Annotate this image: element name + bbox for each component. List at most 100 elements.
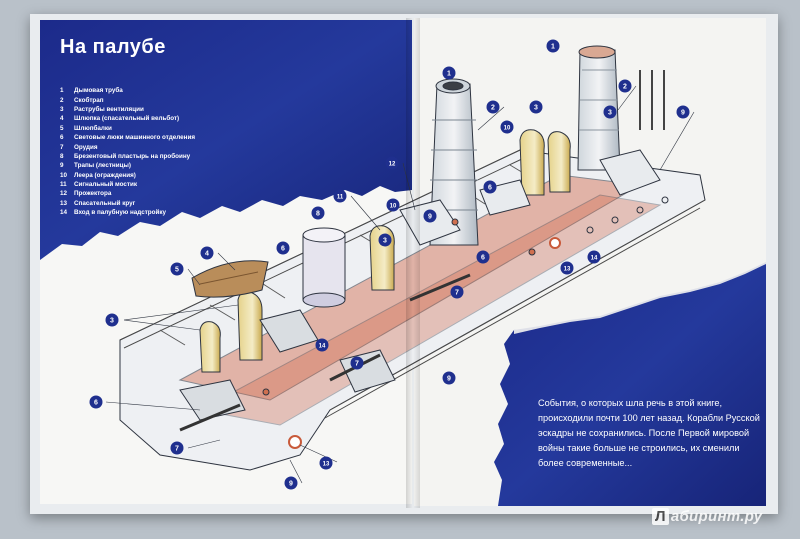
left-blue-wash — [40, 20, 412, 260]
marker-number: 9 — [428, 214, 432, 221]
legend-item-number: 2 — [60, 96, 64, 104]
legend-item-label: Орудия — [74, 143, 98, 151]
marker-circle — [284, 476, 298, 490]
legend-item-number: 7 — [60, 143, 64, 151]
legend-item-number: 13 — [60, 199, 68, 207]
legend-item-label: Шлюпбалки — [74, 124, 112, 132]
legend-item: 3 Раструбы вентиляции — [60, 105, 195, 114]
marker-number: 13 — [323, 462, 330, 468]
marker-circle — [587, 250, 601, 264]
legend-item-label: Раструбы вентиляции — [74, 105, 144, 113]
marker-number: 9 — [447, 376, 451, 383]
marker-circle — [450, 285, 464, 299]
marker-circle — [442, 371, 456, 385]
book-gutter — [406, 18, 420, 508]
legend-item-label: Прожектора — [74, 190, 112, 198]
marker-circle — [486, 100, 500, 114]
marker-circle — [315, 338, 329, 352]
legend-item-number: 4 — [60, 115, 64, 123]
marker-circle — [350, 356, 364, 370]
marker-number: 3 — [110, 318, 114, 325]
legend-item-label: Леера (ограждения) — [74, 171, 136, 179]
legend-item-number: 12 — [60, 190, 68, 198]
marker-number: 1 — [551, 44, 555, 51]
marker-circle — [333, 189, 347, 203]
legend-item-number: 8 — [60, 152, 64, 160]
torn-edge — [514, 258, 766, 334]
legend-item-number: 9 — [60, 162, 64, 170]
legend-item-label: Шлюпка (спасательный вельбот) — [74, 115, 180, 123]
legend-item-label: Трапы (лестницы) — [74, 162, 131, 170]
marker-circle — [319, 456, 333, 470]
marker-circle — [386, 198, 400, 212]
marker-number: 10 — [390, 204, 397, 210]
legend-item: 13 Спасательный круг — [60, 199, 195, 208]
marker-number: 9 — [289, 481, 293, 488]
marker-circle — [529, 100, 543, 114]
marker-number: 2 — [491, 105, 495, 112]
marker-circle — [618, 79, 632, 93]
marker-number: 11 — [337, 195, 344, 201]
marker-number: 3 — [534, 105, 538, 112]
legend-item-number: 1 — [60, 87, 64, 95]
marker-circle — [170, 262, 184, 276]
caption-text: События, о которых шла речь в этой книге… — [538, 398, 760, 468]
marker-circle — [442, 66, 456, 80]
marker-number: 3 — [383, 238, 387, 245]
marker-circle — [603, 105, 617, 119]
marker-number: 6 — [488, 185, 492, 192]
legend-item-number: 3 — [60, 105, 64, 113]
marker-number: 5 — [175, 267, 179, 274]
marker-number: 8 — [316, 211, 320, 218]
legend-item-number: 5 — [60, 124, 64, 132]
marker-number: 6 — [481, 255, 485, 262]
legend-item: 10 Леера (ограждения) — [60, 171, 195, 180]
watermark-mark: Л — [652, 508, 669, 525]
marker-circle — [676, 105, 690, 119]
marker-circle — [546, 39, 560, 53]
marker-number: 3 — [608, 110, 612, 117]
legend-item: 7 Орудия — [60, 142, 195, 151]
legend-item: 6 Световые люки машинного отделения — [60, 133, 195, 142]
marker-circle — [276, 241, 290, 255]
marker-circle — [385, 156, 399, 170]
legend-item: 12 Прожектора — [60, 189, 195, 198]
marker-circle — [378, 233, 392, 247]
marker-number: 7 — [175, 446, 179, 453]
legend-item-label: Спасательный круг — [74, 199, 136, 207]
marker-number: 1 — [447, 71, 451, 78]
marker-number: 13 — [564, 267, 571, 273]
marker-number: 4 — [205, 251, 209, 258]
marker-circle — [89, 395, 103, 409]
marker-circle — [500, 120, 514, 134]
marker-number: 14 — [319, 344, 326, 350]
legend-item-number: 11 — [60, 181, 67, 189]
marker-circle — [483, 180, 497, 194]
marker-circle — [105, 313, 119, 327]
legend-item-label: Брезентовый пластырь на пробоину — [74, 152, 191, 160]
legend-item-label: Световые люки машинного отделения — [74, 134, 195, 142]
marker-circle — [560, 261, 574, 275]
legend-item-number: 14 — [60, 209, 68, 217]
marker-circle — [311, 206, 325, 220]
marker-number: 12 — [389, 162, 396, 168]
page-title: На палубе — [60, 36, 166, 58]
legend-item: 8 Брезентовый пластырь на пробоину — [60, 152, 195, 161]
marker-circle — [200, 246, 214, 260]
marker-number: 7 — [355, 361, 359, 368]
marker-circle — [170, 441, 184, 455]
marker-number: 14 — [591, 256, 598, 262]
legend-item-number: 6 — [60, 134, 64, 142]
legend-item-number: 10 — [60, 171, 68, 179]
legend-item-label: Дымовая труба — [74, 87, 123, 95]
marker-number: 6 — [281, 246, 285, 253]
marker-number: 10 — [504, 126, 511, 132]
legend-item: 4 Шлюпка (спасательный вельбот) — [60, 114, 195, 123]
